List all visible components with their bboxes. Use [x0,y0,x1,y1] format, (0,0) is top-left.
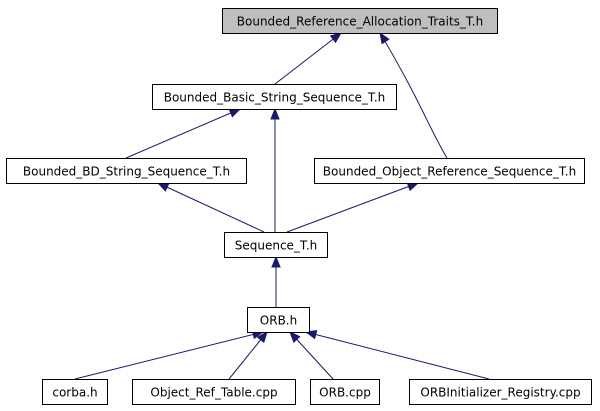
arrowhead-icon [156,182,170,192]
node-corba[interactable]: corba.h [42,379,108,405]
node-box [6,158,247,184]
nodes-layer: Bounded_Reference_Allocation_Traits_T.hB… [6,8,592,405]
edge-seq-to-bors [286,182,420,233]
edge-seq-to-bbd [156,182,265,233]
node-orb-cpp[interactable]: ORB.cpp [310,379,380,405]
node-box [152,84,397,110]
arrowhead-icon [270,107,280,120]
arrowhead-icon [256,330,268,344]
edge-line [274,32,342,85]
node-box [42,379,108,405]
node-box [247,307,310,333]
node-bounded-object-reference-sequence[interactable]: Bounded_Object_Reference_Sequence_T.h [314,158,585,184]
edge-line [125,108,241,159]
node-box [222,8,498,34]
edge-orbir-to-orb [304,330,490,380]
node-bounded-reference-allocation-traits[interactable]: Bounded_Reference_Allocation_Traits_T.h [222,8,498,34]
edge-orbcpp-to-orb [289,331,334,380]
node-label: Bounded_Basic_String_Sequence_T.h [164,91,386,105]
node-label: Sequence_T.h [235,239,318,253]
node-label: ORB.cpp [319,386,371,400]
arrowhead-icon [379,31,390,45]
node-label: ORBInitializer_Registry.cpp [420,386,580,400]
edge-ort-to-orb [228,330,268,380]
node-bounded-bd-string-sequence[interactable]: Bounded_BD_String_Sequence_T.h [6,158,247,184]
edge-bors-to-bra [379,31,448,159]
edge-orb-to-seq [271,255,281,307]
node-label: ORB.h [260,314,297,328]
node-sequence[interactable]: Sequence_T.h [224,232,328,258]
node-orb-h[interactable]: ORB.h [247,307,310,333]
node-object-ref-table[interactable]: Object_Ref_Table.cpp [132,379,296,405]
node-label: Bounded_Object_Reference_Sequence_T.h [323,165,576,179]
arrowhead-icon [228,108,242,118]
node-label: Object_Ref_Table.cpp [150,386,277,400]
arrowhead-icon [271,255,281,268]
node-bounded-basic-string-sequence[interactable]: Bounded_Basic_String_Sequence_T.h [152,84,397,110]
node-label: Bounded_Reference_Allocation_Traits_T.h [237,15,483,29]
node-box [409,379,592,405]
edge-line [157,182,265,233]
edge-line [305,331,490,380]
edge-line [379,32,448,159]
edge-seq-to-bbss [270,107,280,232]
edge-bbss-to-bra [274,32,343,85]
edge-bbd-to-bbss [125,108,242,159]
node-box [224,232,328,258]
edge-line [74,331,264,380]
edge-line [286,182,419,233]
arrowhead-icon [289,331,301,343]
node-box [314,158,585,184]
edge-line [289,331,334,380]
arrowhead-icon [329,32,343,44]
node-label: Bounded_BD_String_Sequence_T.h [23,165,230,179]
edges-layer [74,31,490,380]
node-box [310,379,380,405]
node-label: corba.h [52,386,97,400]
node-box [132,379,296,405]
node-orbinitializer-registry[interactable]: ORBInitializer_Registry.cpp [409,379,592,405]
